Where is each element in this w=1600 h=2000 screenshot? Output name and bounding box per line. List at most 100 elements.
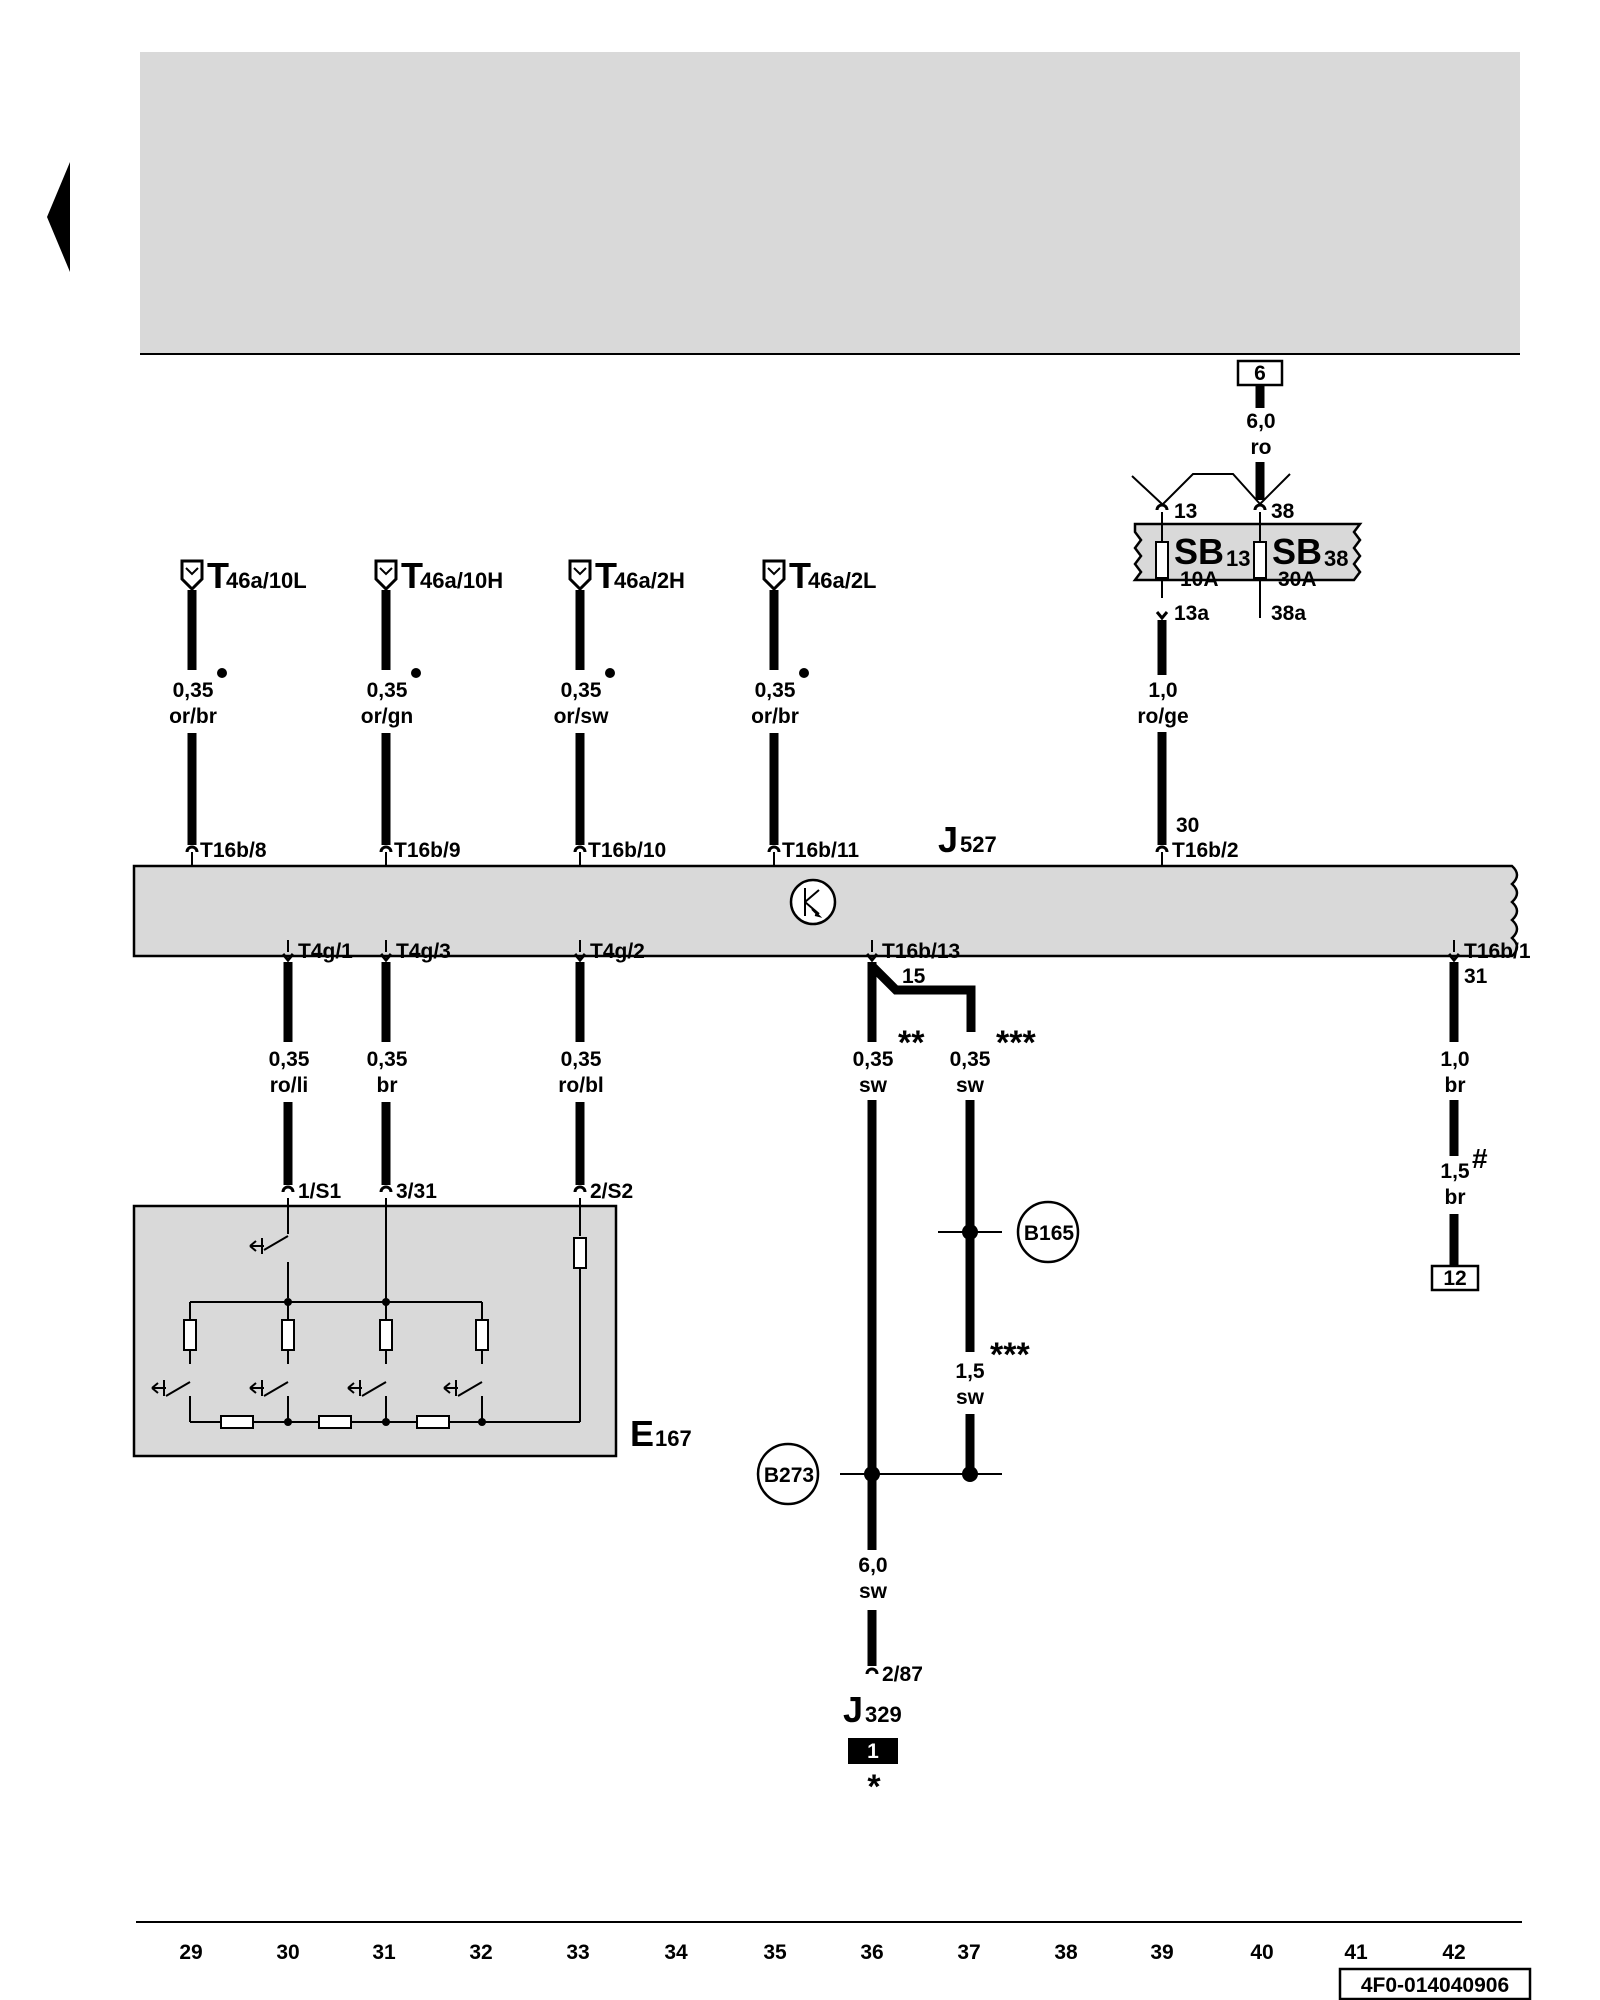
- switch-icon: [151, 1380, 166, 1396]
- fuse-in-label: 13: [1174, 500, 1197, 523]
- terminal-label: T16b/1: [1464, 940, 1531, 963]
- switch-icon: [249, 1238, 264, 1254]
- wire-size: 0,35: [853, 1048, 894, 1071]
- splice-point: [962, 1466, 978, 1482]
- fuse-out-label: 13a: [1174, 602, 1209, 625]
- resistor-icon: [183, 1319, 197, 1351]
- wire-size: 0,35: [367, 679, 408, 702]
- wire-size: 1,0: [1440, 1048, 1469, 1071]
- fuse-name: SB: [1272, 531, 1322, 572]
- terminal-label: T16b/2: [1172, 839, 1239, 862]
- terminal-label: T16b/8: [200, 839, 267, 862]
- splice-label: B273: [764, 1464, 814, 1487]
- column-number: 35: [763, 1941, 787, 1964]
- fuse-block: 6 6,0 ro 13 38 SB 13 10A SB 38 30A 13a 3…: [1131, 359, 1363, 866]
- doc-id-box: [1338, 1967, 1532, 2000]
- bottom-wire-2: T4g/3 0,35 br 3/31: [367, 940, 451, 1203]
- footnote-mark: *: [867, 1768, 881, 1806]
- wire-size: 6,0: [1246, 410, 1275, 433]
- wire-color: ro/ge: [1137, 705, 1188, 728]
- doc-id: 4F0-014040906: [1361, 1974, 1509, 1997]
- pin-label: 2/S2: [590, 1180, 633, 1203]
- switch-module-name: E: [630, 1413, 654, 1454]
- column-number: 30: [276, 1941, 299, 1964]
- reference-box: [1236, 359, 1284, 387]
- wire-color: sw: [859, 1074, 888, 1097]
- switch-module-id: 167: [655, 1426, 692, 1451]
- fuse-out-label: 38a: [1271, 602, 1306, 625]
- wire-color: ro: [1251, 436, 1272, 459]
- splice-label-circle: [1016, 1200, 1080, 1264]
- module-name: J: [938, 819, 958, 860]
- wire-size: 0,35: [367, 1048, 408, 1071]
- relay-name: J: [843, 1689, 863, 1730]
- terminal-number: 15: [902, 965, 926, 988]
- wire-color: or/br: [169, 705, 217, 728]
- connector-name: T: [207, 555, 229, 596]
- wire-color: sw: [956, 1386, 985, 1409]
- connector-name: T: [595, 555, 617, 596]
- wire-color: or/sw: [554, 705, 610, 728]
- reference-number: 12: [1443, 1267, 1466, 1290]
- wire-size: 6,0: [858, 1554, 887, 1577]
- terminal-label: T16b/10: [588, 839, 666, 862]
- fuse-bridge: [1131, 473, 1291, 505]
- fuse-id: 13: [1226, 546, 1250, 571]
- column-number: 34: [664, 1941, 688, 1964]
- connector-socket-icon: [180, 559, 204, 592]
- connector-id: 46a/10L: [226, 568, 307, 593]
- connector-socket-icon: [374, 559, 398, 592]
- connector-socket-icon: [568, 559, 592, 592]
- fuse-in-label: 38: [1271, 500, 1295, 523]
- switch-icon: [249, 1380, 264, 1396]
- reference-number: 1: [867, 1740, 879, 1763]
- branch-2: [249, 1302, 295, 1422]
- switch-icon: [443, 1380, 458, 1396]
- bottom-wire-1: T4g/1 0,35 ro/li 1/S1: [269, 940, 353, 1203]
- switch-module-body: [132, 1204, 618, 1458]
- column-number: 41: [1344, 1941, 1368, 1964]
- ground-circuit: T16b/1 31 1,0 br 1,5 # br 12: [1430, 940, 1531, 1292]
- wire-color: br: [1445, 1074, 1466, 1097]
- supply-circuit: T16b/13 15 0,35 ** sw 0,35 *** sw B165 1…: [756, 940, 1080, 1806]
- column-number: 40: [1250, 1941, 1273, 1964]
- module-id: 527: [960, 832, 997, 857]
- wire-size: 0,35: [755, 679, 796, 702]
- reference-number: 6: [1254, 362, 1266, 385]
- wire-color: ro/bl: [558, 1074, 604, 1097]
- column-number: 42: [1442, 1941, 1465, 1964]
- resistor-icon: [379, 1319, 393, 1351]
- connector-name: T: [401, 555, 423, 596]
- column-number: 33: [566, 1941, 589, 1964]
- terminal-number: 30: [1176, 814, 1199, 837]
- terminal-label: T4g/1: [298, 940, 353, 963]
- fuse-rating: 10A: [1180, 568, 1219, 591]
- wire-size: 0,35: [561, 1048, 602, 1071]
- relay-id: 329: [865, 1702, 902, 1727]
- reference-box: [848, 1738, 898, 1764]
- wire-size: 0,35: [269, 1048, 310, 1071]
- column-number: 29: [179, 1941, 202, 1964]
- column-number: 36: [860, 1941, 883, 1964]
- resistor-icon: [573, 1237, 587, 1269]
- wire-color: sw: [956, 1074, 985, 1097]
- wire-size: 0,35: [173, 679, 214, 702]
- resistor-icon: [318, 1415, 352, 1429]
- branch-1: [151, 1302, 197, 1422]
- terminal-label: T16b/9: [394, 839, 461, 862]
- triangle-left-icon[interactable]: [47, 162, 70, 272]
- top-connector-4: T 46a/2L 0,35 or/br T16b/11: [751, 555, 877, 866]
- connector-id: 46a/2H: [614, 568, 685, 593]
- resistor-icon: [475, 1319, 489, 1351]
- splice-point: [864, 1466, 880, 1482]
- reference-box: [1430, 1264, 1480, 1292]
- connector-name: T: [789, 555, 811, 596]
- fuse-id: 38: [1324, 546, 1348, 571]
- wire-color: ro/li: [270, 1074, 309, 1097]
- terminal-number: 31: [1464, 965, 1488, 988]
- column-number: 39: [1150, 1941, 1173, 1964]
- fuse-name: SB: [1174, 531, 1224, 572]
- wire-dot: [217, 668, 227, 678]
- pin-label: 2/87: [882, 1663, 923, 1686]
